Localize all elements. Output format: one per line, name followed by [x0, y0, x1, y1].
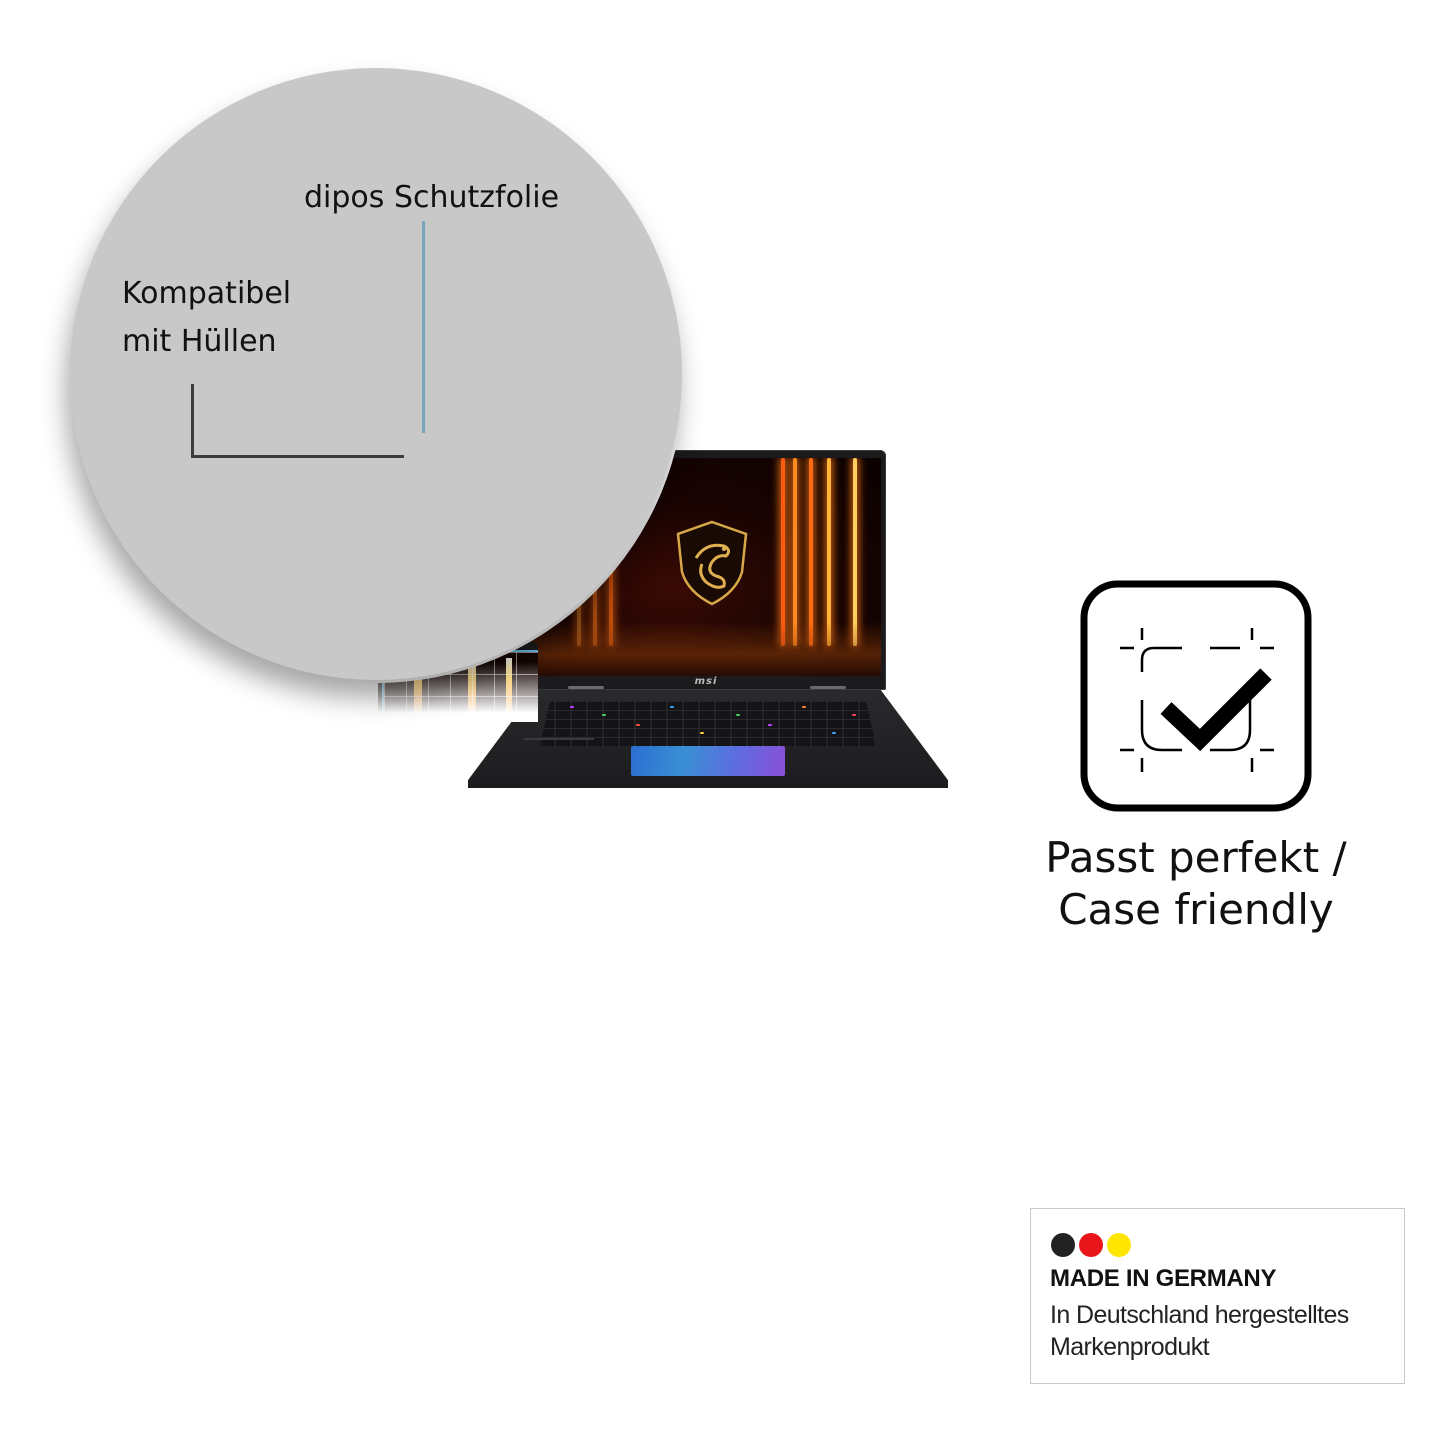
case-pointer-line-vertical: [191, 384, 194, 458]
black-dot-icon: [1051, 1233, 1075, 1257]
magnifier-callout: dipos Schutzfolie Kompatibel mit Hüllen: [70, 68, 682, 680]
protector-film-label: dipos Schutzfolie: [304, 180, 560, 215]
film-pointer-line: [422, 221, 425, 433]
made-in-germany-seal: MADE IN GERMANY In Deutschland hergestel…: [1030, 1208, 1405, 1384]
made-in-germany-title: MADE IN GERMANY: [1050, 1265, 1277, 1292]
rgb-touchpad: [631, 746, 785, 776]
deck-printed-label: [524, 738, 594, 740]
checkmark-fit-icon: [1080, 580, 1312, 812]
case-pointer-line-horizontal: [191, 455, 404, 458]
feature-badge: Passt perfekt / Case friendly: [1040, 580, 1352, 936]
german-flag-dots: [1051, 1233, 1135, 1257]
msi-dragon-shield-icon: [676, 520, 748, 606]
msi-logo: msi: [694, 676, 718, 687]
case-compatible-label: Kompatibel mit Hüllen: [122, 276, 292, 359]
made-in-germany-subtitle: In Deutschland hergestelltes Markenprodu…: [1050, 1301, 1349, 1361]
feature-label: Passt perfekt / Case friendly: [1045, 833, 1347, 934]
rgb-keyboard: [540, 702, 876, 746]
red-dot-icon: [1079, 1233, 1103, 1257]
yellow-dot-icon: [1107, 1233, 1131, 1257]
